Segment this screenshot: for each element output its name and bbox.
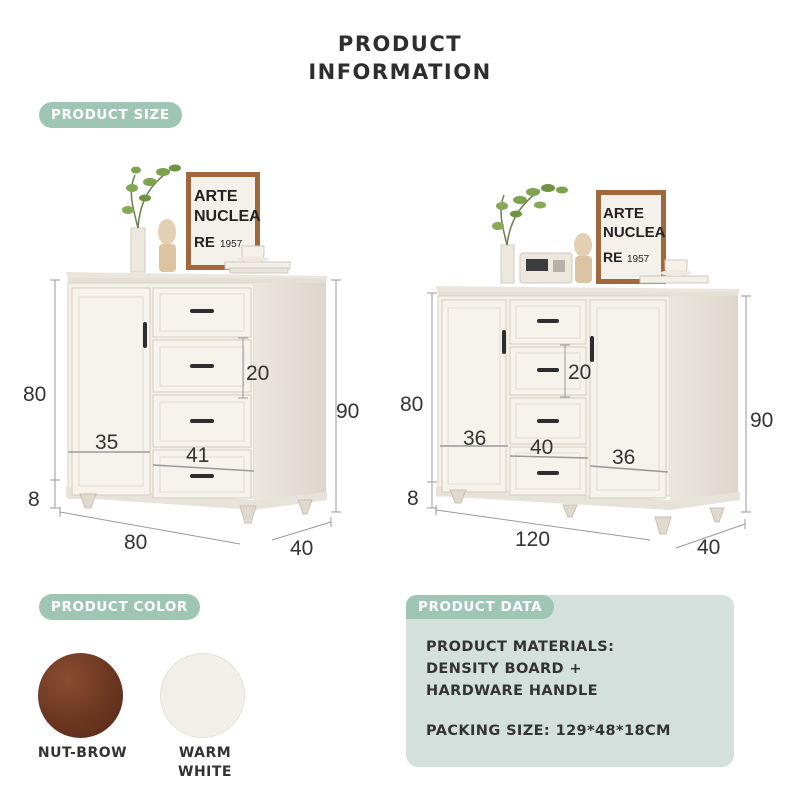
svg-text:NUCLEA: NUCLEA	[194, 208, 261, 225]
page-title-line1: PRODUCT	[337, 32, 463, 56]
svg-text:ARTE: ARTE	[603, 205, 644, 222]
product-color-badge: PRODUCT COLOR	[39, 594, 200, 620]
warm-white-swatch[interactable]	[160, 653, 245, 738]
materials-line2: DENSITY BOARD +	[426, 661, 582, 677]
svg-text:RE: RE	[603, 249, 622, 265]
materials-line3: HARDWARE HANDLE	[426, 683, 598, 699]
product-data-badge: PRODUCT DATA	[406, 595, 555, 619]
large-width-label: 120	[515, 528, 551, 551]
small-width-label: 80	[124, 531, 148, 554]
cabinet-illustrations: ARTE NUCLEA RE 1957	[50, 164, 751, 549]
large-height-legs-label: 8	[407, 487, 419, 510]
svg-text:1957: 1957	[220, 239, 243, 250]
page-title-line2: INFORMATION	[308, 60, 492, 84]
large-depth-label: 40	[697, 536, 721, 559]
large-height-total-label: 90	[750, 409, 774, 432]
small-cabinet: ARTE NUCLEA RE 1957	[50, 164, 341, 545]
svg-text:ARTE: ARTE	[194, 188, 238, 205]
small-depth-label: 40	[290, 537, 314, 560]
small-height-total-label: 90	[336, 400, 360, 423]
nut-brown-label: NUT-BROW	[25, 744, 140, 763]
warm-white-label-line2: WHITE	[178, 764, 232, 780]
plant-vase-icon	[122, 164, 181, 273]
svg-text:NUCLEA: NUCLEA	[603, 224, 666, 241]
product-data-panel	[406, 595, 734, 767]
large-drawer-height-label: 20	[568, 361, 592, 384]
svg-text:1957: 1957	[627, 254, 650, 265]
materials-line1: PRODUCT MATERIALS:	[426, 639, 615, 655]
large-right-door-width-label: 36	[612, 446, 636, 469]
warm-white-label-line1: WARM	[178, 745, 232, 761]
sculpture-icon	[574, 233, 592, 283]
large-drawer-width-label: 40	[530, 436, 554, 459]
product-materials: PRODUCT MATERIALS: DENSITY BOARD + HARDW…	[426, 636, 726, 702]
sculpture-icon	[158, 219, 176, 272]
small-height-body-label: 80	[23, 383, 47, 406]
small-drawer-width-label: 41	[186, 444, 210, 467]
plant-vase-icon	[492, 184, 568, 284]
radio-icon	[519, 252, 573, 284]
small-height-legs-label: 8	[28, 488, 40, 511]
nut-brown-label-line1: NUT-BROW	[37, 745, 128, 761]
svg-text:RE: RE	[194, 234, 215, 251]
large-height-body-label: 80	[400, 393, 424, 416]
large-cabinet: ARTE NUCLEA RE 1957	[427, 184, 751, 549]
nut-brown-swatch[interactable]	[38, 653, 123, 738]
packing-size: PACKING SIZE: 129*48*18CM	[426, 723, 671, 739]
picture-frame-icon: ARTE NUCLEA RE 1957	[596, 190, 666, 284]
large-left-door-width-label: 36	[463, 427, 487, 450]
small-drawer-height-label: 20	[246, 362, 270, 385]
product-size-badge: PRODUCT SIZE	[39, 102, 182, 128]
warm-white-label: WARM WHITE	[155, 744, 255, 782]
small-door-width-label: 35	[95, 431, 119, 454]
page-title: PRODUCT INFORMATION	[0, 30, 800, 86]
